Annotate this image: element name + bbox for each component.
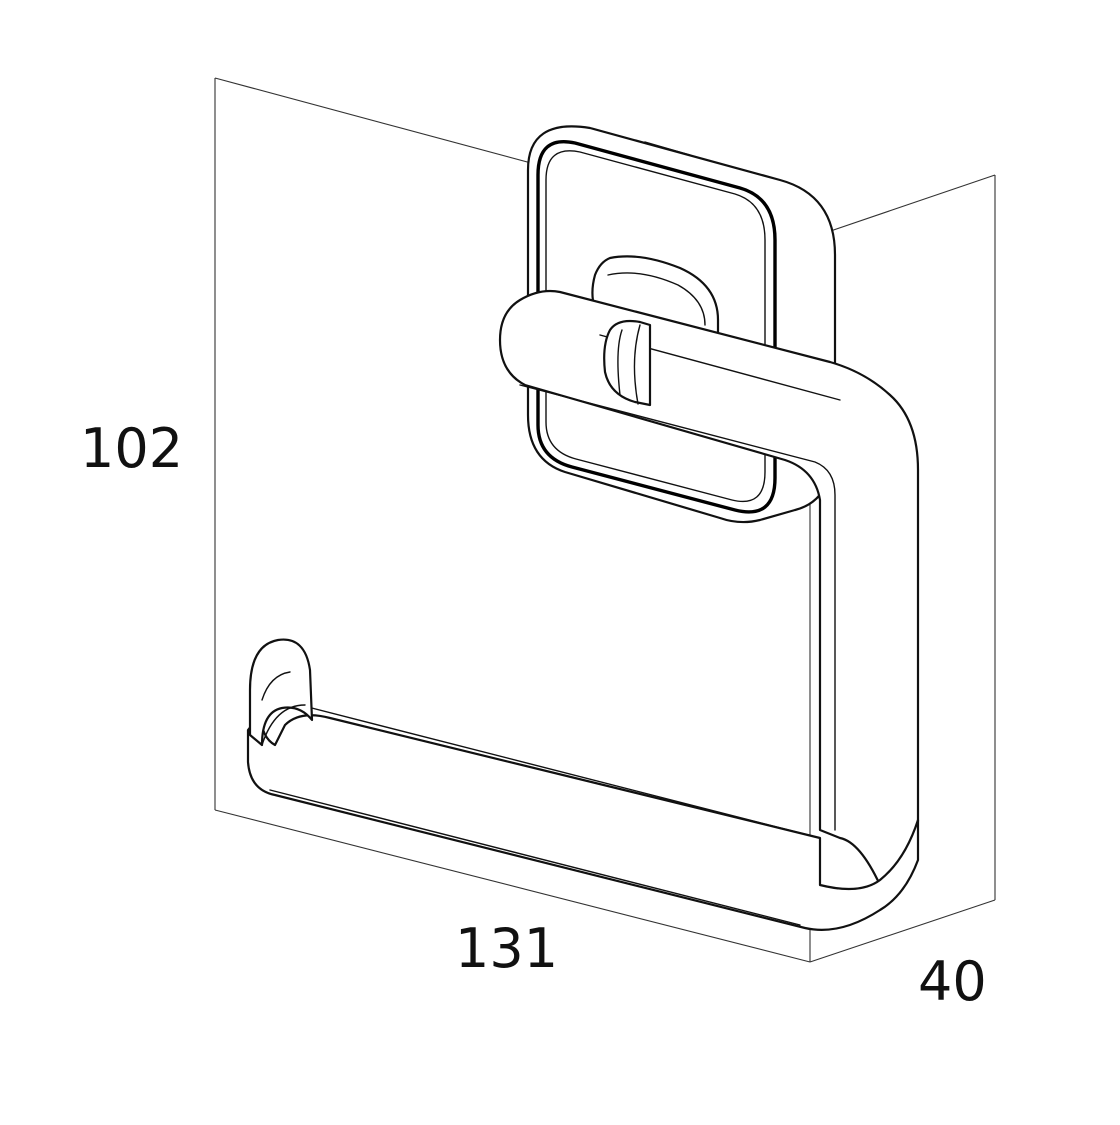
width-dimension-label: 131 xyxy=(455,917,559,980)
arm-collar xyxy=(603,319,652,407)
height-dimension-label: 102 xyxy=(80,417,184,480)
bar-end-cap xyxy=(248,638,314,747)
roll-bar xyxy=(246,704,920,931)
depth-dimension-label: 40 xyxy=(918,950,987,1013)
